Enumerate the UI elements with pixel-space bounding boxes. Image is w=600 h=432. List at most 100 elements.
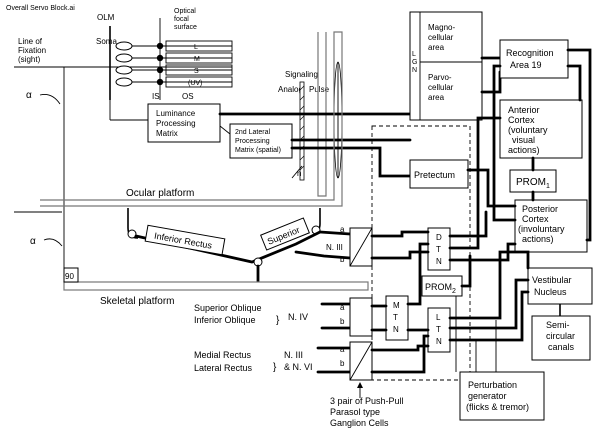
mtn-N: N (393, 325, 399, 334)
dtn-N: N (436, 257, 442, 266)
analog-channel (299, 81, 305, 181)
parvo-label-3: area (428, 93, 445, 102)
olm-label: OLM (97, 13, 115, 22)
ab-b-2: b (340, 317, 345, 326)
anterior-label-5: actions) (508, 145, 540, 155)
semicircular-label-3: canals (548, 342, 575, 352)
posterior-cortex-box (514, 199, 588, 253)
ocular-platform-label: Ocular platform (126, 188, 194, 199)
ganglion-pair-2 (349, 297, 373, 337)
skeletal-platform-label: Skeletal platform (100, 296, 174, 307)
alpha-upper: α (26, 90, 32, 101)
file-label: Overall Servo Block.ai (6, 5, 75, 12)
soma-label: Soma (96, 37, 117, 46)
mtn-M: M (393, 301, 400, 310)
recognition-label-1: Recognition (506, 48, 554, 58)
lateral-label-1: 2nd Lateral (235, 129, 270, 136)
ganglion-label-3: Ganglion Cells (330, 418, 389, 428)
anterior-label-2: Cortex (508, 115, 535, 125)
magno-label-3: area (428, 43, 445, 52)
pretectum-label: Pretectum (414, 170, 455, 180)
svg-text:(sight): (sight) (18, 55, 41, 64)
svg-text:surface: surface (174, 24, 197, 31)
anterior-label-1: Anterior (508, 105, 540, 115)
posterior-label-2: Cortex (522, 214, 549, 224)
svg-text:Fixation: Fixation (18, 46, 46, 55)
mtn-T: T (393, 313, 398, 322)
receptor-L: L (194, 44, 198, 51)
vestibular-box (527, 267, 593, 305)
lateral-matrix-box (229, 123, 293, 159)
ltn-N: N (436, 337, 442, 346)
signaling-label: Signaling (285, 70, 318, 79)
n3-n6-label-2: & N. VI (284, 362, 313, 372)
lateral-to-pretectum (290, 146, 412, 178)
ab-b-3: b (340, 359, 345, 368)
dtn-D: D (436, 233, 442, 242)
alpha-lower: α (30, 236, 36, 247)
optical-focal-surface-label: Optical focal surface (174, 8, 197, 31)
medial-rectus-label: Medial Rectus (194, 350, 252, 360)
angle-marker (63, 267, 79, 283)
ltn-L: L (436, 313, 441, 322)
analog-label: Analog (278, 85, 303, 94)
receptor-M: M (194, 56, 200, 63)
anterior-label-4: visual (512, 135, 535, 145)
alpha-upper-arc (39, 93, 61, 105)
superior-muscle (260, 217, 310, 251)
luminance-label-3: Matrix (156, 129, 178, 138)
prom2-label: PROM2 (425, 282, 456, 295)
angle-label: 90 (65, 272, 74, 281)
brace-2: } (273, 362, 277, 373)
ab-a-2: a (340, 303, 345, 312)
n3-n6-label-1: N. III (284, 350, 303, 360)
line-of-fixation-label: Line of Fixation (sight) (18, 37, 46, 64)
lgn-box (409, 11, 483, 121)
pretectum-box (409, 159, 469, 189)
os-label: OS (182, 92, 194, 101)
inferior-rectus-muscle (144, 224, 226, 256)
luminance-label-2: Processing (156, 119, 196, 128)
photoreceptor-array (115, 40, 233, 88)
semicircular-box (531, 315, 591, 361)
receptor-S: S (194, 68, 199, 75)
n4-label: N. IV (288, 312, 308, 322)
is-label: IS (152, 92, 160, 101)
ltn-T: T (436, 325, 441, 334)
recognition-box (499, 39, 569, 79)
perturbation-links (455, 296, 497, 372)
ganglion-label-1: 3 pair of Push-Pull (330, 396, 404, 406)
lateral-label-3: Matrix (spatial) (235, 147, 281, 154)
skeletal-platform (63, 281, 369, 291)
svg-text:focal: focal (174, 16, 189, 23)
ab-a-3: a (340, 345, 345, 354)
parvo-label-1: Parvo- (428, 73, 452, 82)
n-label: n (297, 169, 301, 178)
perturbation-label-3: (flicks & tremor) (466, 402, 529, 412)
inferior-oblique-label: Inferior Oblique (194, 315, 256, 325)
lgn-N: N (412, 67, 417, 74)
lgn-L: L (412, 51, 416, 58)
perturbation-label-2: generator (468, 391, 507, 401)
receptor-UV: (UV) (188, 80, 202, 87)
semicircular-label-1: Semi- (546, 320, 570, 330)
luminance-label-1: Luminance (156, 109, 196, 118)
ab-a-1: a (340, 225, 345, 234)
lateral-label-2: Processing (235, 138, 270, 145)
vestibular-label-1: Vestibular (532, 275, 572, 285)
luminance-matrix-box (147, 103, 221, 143)
perturbation-box (459, 371, 545, 421)
pulse-label: Pulse (309, 85, 330, 94)
posterior-label-3: (involuntary (518, 224, 565, 234)
posterior-label-4: actions) (522, 234, 554, 244)
magno-label-1: Magno- (428, 23, 455, 32)
n3-label: N. III (326, 243, 343, 252)
magno-label-2: cellular (428, 33, 454, 42)
lateral-rectus-label: Lateral Rectus (194, 363, 253, 373)
semicircular-label-2: circular (546, 331, 575, 341)
superior-oblique-label: Superior Oblique (194, 303, 262, 313)
svg-text:Optical: Optical (174, 8, 196, 15)
ocular-platform (40, 31, 343, 207)
